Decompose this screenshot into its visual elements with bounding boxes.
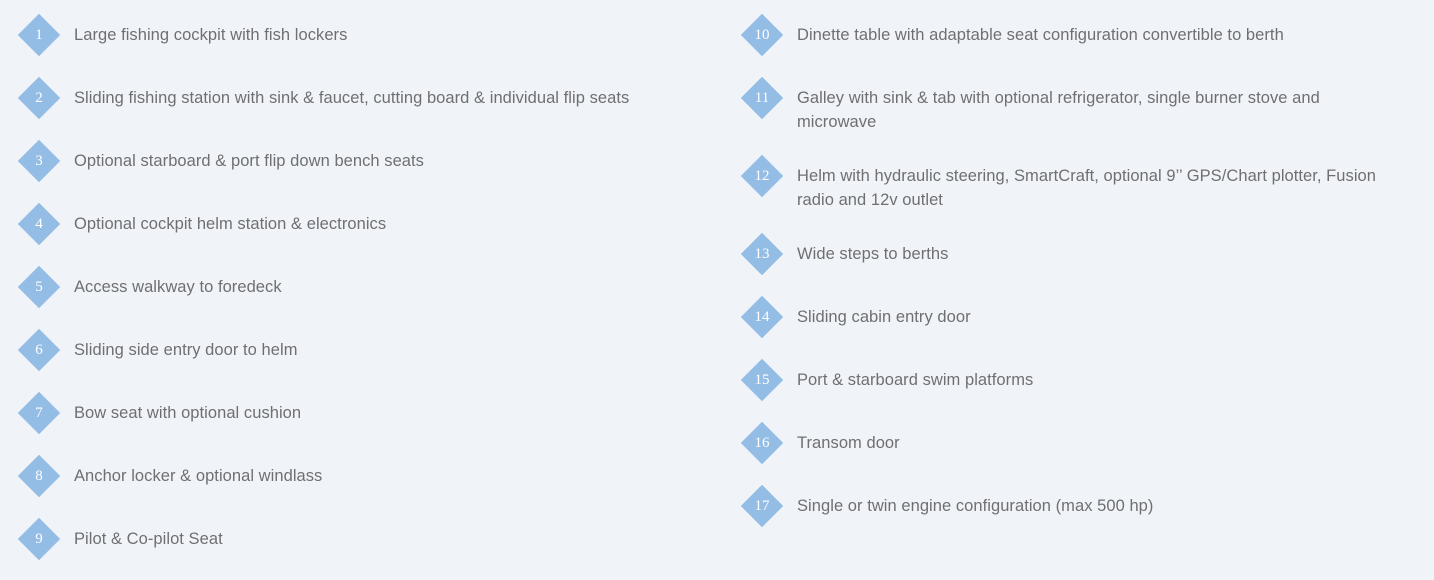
number-badge: 8 (17, 454, 61, 498)
feature-description: Access walkway to foredeck (74, 278, 282, 296)
feature-item: 15 Port & starboard swim platforms (740, 358, 1401, 402)
number-badge: 11 (740, 76, 784, 120)
number-badge: 6 (17, 328, 61, 372)
feature-number: 16 (754, 435, 770, 451)
feature-description: Pilot & Co-pilot Seat (74, 530, 223, 548)
feature-item: 11 Galley with sink & tab with optional … (740, 76, 1401, 134)
feature-list: 1 Large fishing cockpit with fish locker… (0, 13, 1434, 561)
feature-column-right: 10 Dinette table with adaptable seat con… (740, 13, 1401, 547)
feature-description: Optional starboard & port flip down benc… (74, 152, 424, 170)
feature-description: Transom door (797, 434, 900, 452)
feature-number: 15 (754, 372, 770, 388)
number-badge: 5 (17, 265, 61, 309)
feature-number: 5 (35, 279, 43, 295)
feature-item: 5 Access walkway to foredeck (17, 265, 698, 309)
feature-number: 10 (754, 27, 770, 43)
feature-number: 8 (35, 468, 43, 484)
feature-description: Sliding fishing station with sink & fauc… (74, 89, 630, 107)
number-badge: 9 (17, 517, 61, 561)
feature-number: 11 (754, 90, 770, 106)
feature-item: 2 Sliding fishing station with sink & fa… (17, 76, 698, 120)
number-badge: 14 (740, 295, 784, 339)
feature-item: 6 Sliding side entry door to helm (17, 328, 698, 372)
feature-description: Large fishing cockpit with fish lockers (74, 26, 348, 44)
feature-number: 14 (754, 309, 770, 325)
feature-item: 14 Sliding cabin entry door (740, 295, 1401, 339)
feature-description: Helm with hydraulic steering, SmartCraft… (797, 167, 1376, 209)
feature-item: 16 Transom door (740, 421, 1401, 465)
feature-number: 4 (35, 216, 43, 232)
feature-item: 10 Dinette table with adaptable seat con… (740, 13, 1401, 57)
feature-item: 8 Anchor locker & optional windlass (17, 454, 698, 498)
feature-column-left: 1 Large fishing cockpit with fish locker… (17, 13, 698, 580)
feature-item: 17 Single or twin engine configuration (… (740, 484, 1401, 528)
feature-description: Port & starboard swim platforms (797, 371, 1034, 389)
number-badge: 15 (740, 358, 784, 402)
feature-number: 7 (35, 405, 43, 421)
feature-number: 13 (754, 246, 770, 262)
number-badge: 3 (17, 139, 61, 183)
feature-number: 12 (754, 168, 770, 184)
number-badge: 16 (740, 421, 784, 465)
feature-description: Wide steps to berths (797, 245, 949, 263)
feature-number: 9 (35, 531, 43, 547)
feature-number: 3 (35, 153, 43, 169)
feature-item: 7 Bow seat with optional cushion (17, 391, 698, 435)
feature-item: 13 Wide steps to berths (740, 232, 1401, 276)
number-badge: 1 (17, 13, 61, 57)
feature-description: Dinette table with adaptable seat config… (797, 26, 1284, 44)
feature-item: 12 Helm with hydraulic steering, SmartCr… (740, 154, 1401, 212)
feature-number: 2 (35, 90, 43, 106)
feature-description: Sliding side entry door to helm (74, 341, 298, 359)
number-badge: 7 (17, 391, 61, 435)
number-badge: 10 (740, 13, 784, 57)
feature-number: 1 (35, 27, 43, 43)
feature-description: Bow seat with optional cushion (74, 404, 302, 422)
feature-description: Anchor locker & optional windlass (74, 467, 323, 485)
feature-description: Single or twin engine configuration (max… (797, 497, 1154, 515)
feature-item: 1 Large fishing cockpit with fish locker… (17, 13, 698, 57)
feature-item: 9 Pilot & Co-pilot Seat (17, 517, 698, 561)
feature-description: Galley with sink & tab with optional ref… (797, 89, 1320, 131)
feature-description: Optional cockpit helm station & electron… (74, 215, 387, 233)
feature-number: 17 (754, 498, 770, 514)
number-badge: 4 (17, 202, 61, 246)
number-badge: 17 (740, 484, 784, 528)
feature-number: 6 (35, 342, 43, 358)
feature-description: Sliding cabin entry door (797, 308, 971, 326)
number-badge: 12 (740, 154, 784, 198)
number-badge: 13 (740, 232, 784, 276)
feature-item: 3 Optional starboard & port flip down be… (17, 139, 698, 183)
feature-item: 4 Optional cockpit helm station & electr… (17, 202, 698, 246)
number-badge: 2 (17, 76, 61, 120)
